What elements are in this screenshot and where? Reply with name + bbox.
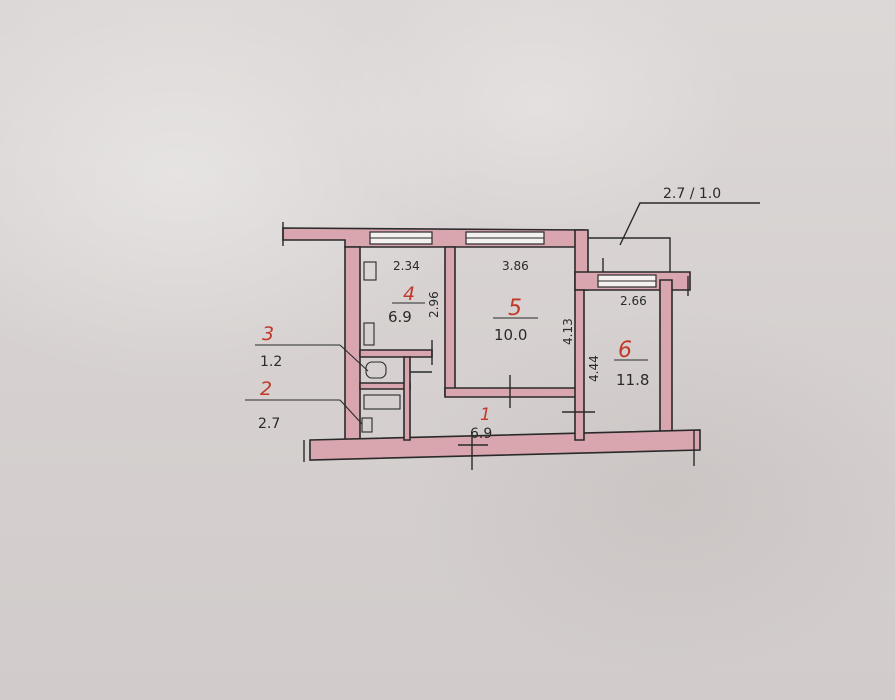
room-area-5: 10.0 [494, 326, 527, 344]
left-wall [344, 246, 361, 441]
room-number-5: 5 [508, 296, 522, 321]
dimension-room5-width: 3.86 [502, 259, 529, 273]
room-number-3: 3 [262, 323, 274, 345]
room-area-4: 6.9 [388, 308, 412, 326]
room-area-2: 2.7 [258, 416, 280, 432]
right-wall [659, 279, 673, 441]
dimension-room5-depth: 4.13 [561, 318, 575, 345]
sink-icon [363, 322, 375, 346]
dimension-room6-depth: 4.44 [587, 355, 601, 382]
dimension-room4-width: 2.34 [393, 259, 420, 273]
dimension-room4-depth: 2.96 [427, 291, 441, 318]
room-area-3: 1.2 [260, 354, 282, 370]
toilet-icon [365, 361, 387, 379]
partition-room5-bottom [444, 387, 583, 398]
bath-icon [363, 394, 401, 410]
partition-kitchen-bottom [359, 349, 433, 358]
partition-kitchen-room5 [444, 246, 456, 396]
room-number-6: 6 [618, 338, 632, 363]
stove-icon [363, 261, 377, 281]
room-area-1: 6.9 [470, 426, 492, 442]
balcony-label: 2.7 / 1.0 [663, 186, 721, 202]
room-area-6: 11.8 [616, 371, 649, 389]
partition-bath [359, 382, 411, 390]
room-number-4: 4 [403, 283, 415, 305]
partition-bath-vertical [403, 356, 411, 441]
balcony-leader [619, 202, 760, 246]
room-number-2: 2 [260, 378, 272, 400]
washbasin-icon [361, 417, 373, 433]
partition-room5-room6 [574, 289, 585, 441]
dimension-room6-width: 2.66 [620, 294, 647, 308]
balcony-outline [588, 237, 671, 272]
bottom-wall [309, 429, 701, 461]
room-number-1: 1 [480, 405, 491, 425]
